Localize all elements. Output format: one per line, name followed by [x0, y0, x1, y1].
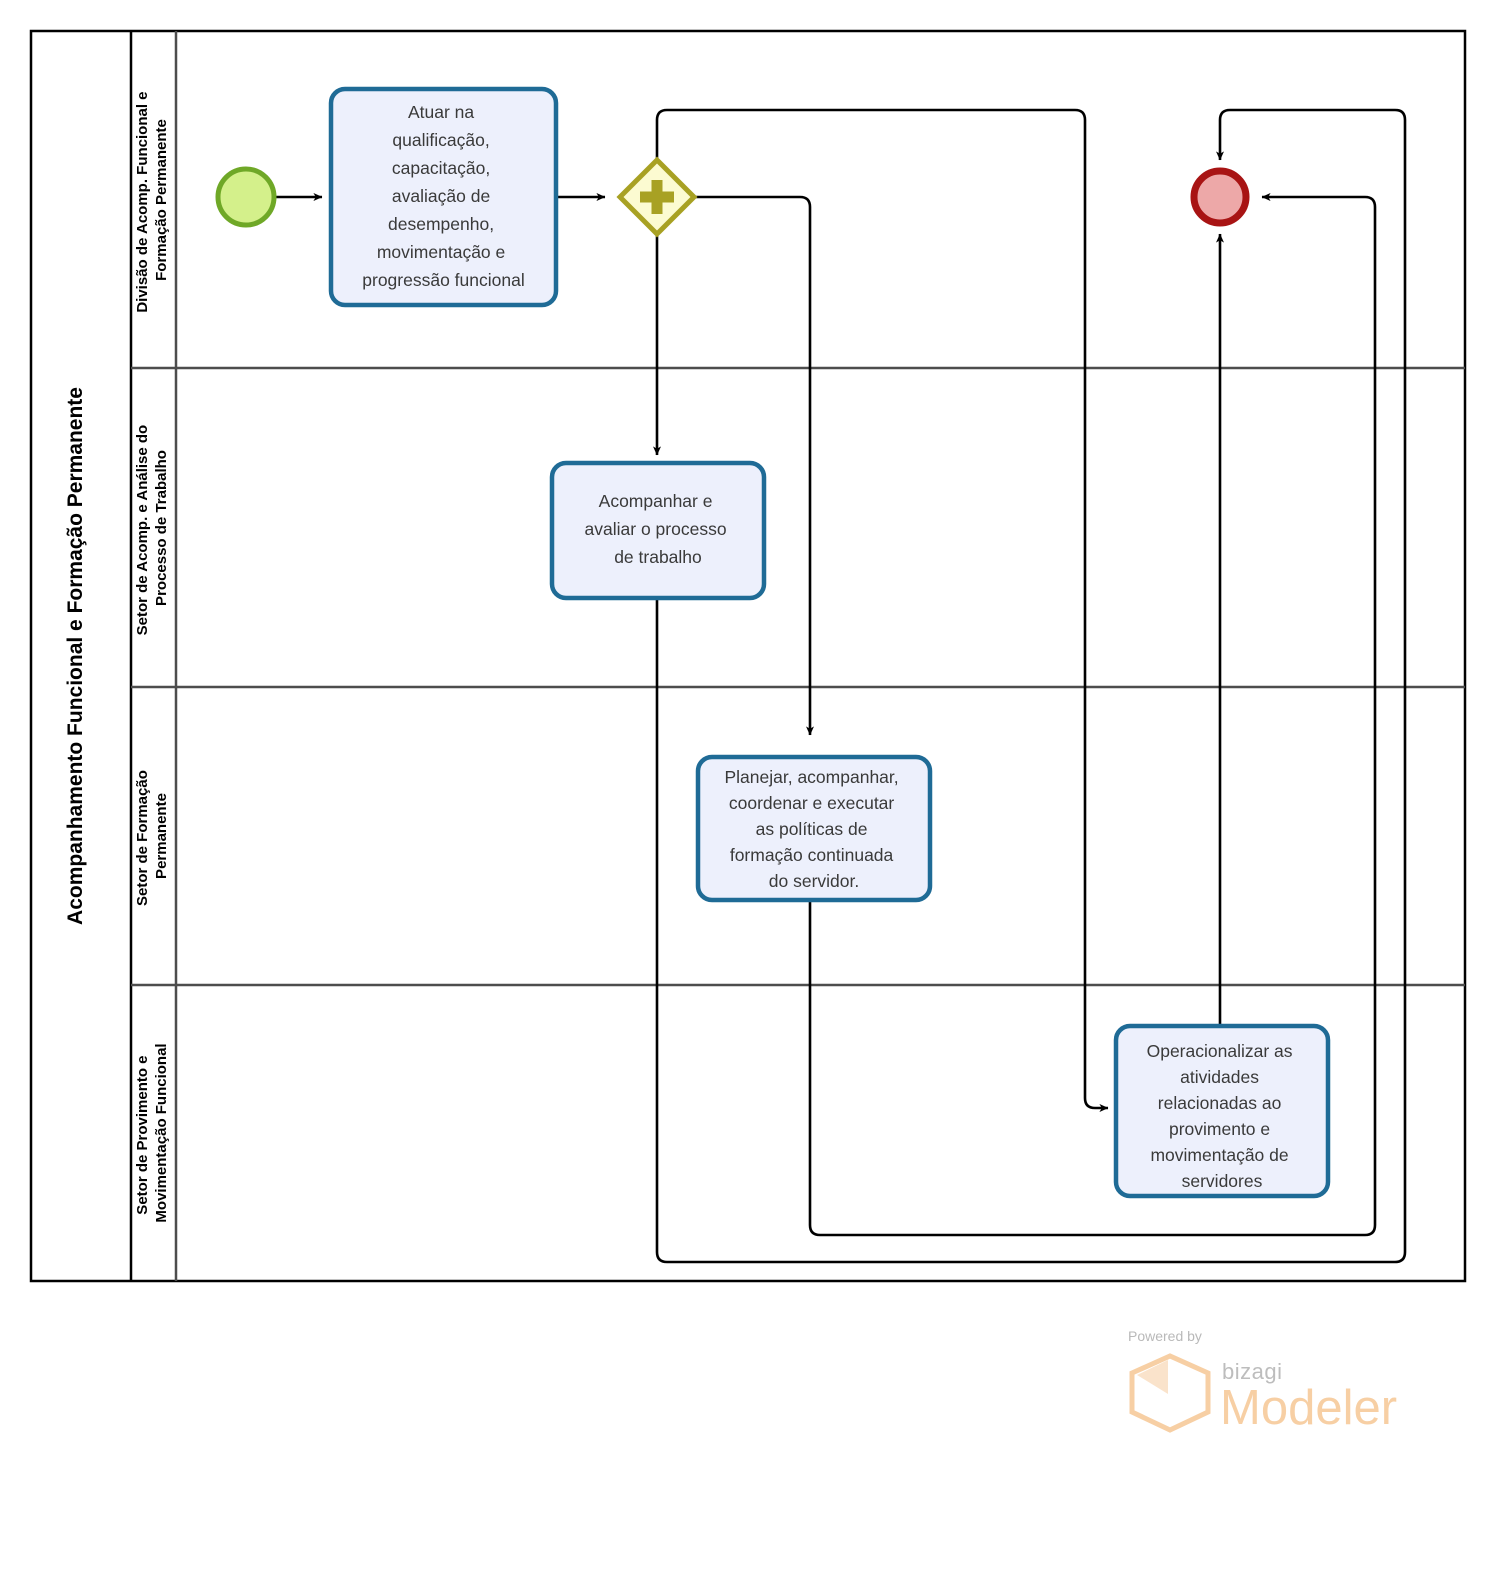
- task1-line-3: avaliação de: [392, 186, 490, 206]
- bizagi-watermark: Powered by bizagi Modeler: [1128, 1328, 1397, 1435]
- end-event[interactable]: [1190, 167, 1250, 227]
- lane3-label-line1: Setor de Formação: [134, 770, 151, 906]
- parallel-gateway[interactable]: [616, 156, 698, 238]
- svg-text:Setor de Formação Perm: Setor de Formação Permanente: [134, 766, 170, 906]
- lane-header-lane1: Divisão de Acomp. Funcional e Formação P…: [134, 87, 170, 313]
- lane4-label-line2: Movimentação Funcional: [153, 1043, 170, 1222]
- task4-line-2: relacionadas ao: [1158, 1093, 1282, 1113]
- task-operacionalizar-provimento[interactable]: Operacionalizar as atividades relacionad…: [1113, 1023, 1331, 1199]
- task1-label: Atuar na qualificação, capacitação, aval…: [362, 102, 524, 290]
- task-atuar-na-qualificacao[interactable]: Atuar na qualificação, capacitação, aval…: [328, 86, 559, 308]
- lane-header-lane4: Setor de Provimento e Movimentação Funci…: [134, 1043, 170, 1222]
- task3-line-4: do servidor.: [769, 871, 859, 891]
- task4-line-4: movimentação de: [1150, 1145, 1288, 1165]
- task4-line-5: servidores: [1182, 1171, 1263, 1191]
- lane-header-lane2: Setor de Acomp. e Análise do Processo de…: [134, 421, 170, 636]
- task4-line-0: Operacionalizar as: [1147, 1041, 1293, 1061]
- task-planejar-politicas-formacao[interactable]: Planejar, acompanhar, coordenar e execut…: [695, 754, 933, 903]
- task1-line-6: progressão funcional: [362, 270, 524, 290]
- lane-dividers: [131, 366, 1465, 987]
- modeler-wordmark: Modeler: [1220, 1381, 1397, 1435]
- lane2-label-line1: Setor de Acomp. e Análise do: [134, 425, 151, 636]
- task3-line-1: coordenar e executar: [729, 793, 895, 813]
- task3-line-0: Planejar, acompanhar,: [724, 767, 898, 787]
- task1-line-4: desempenho,: [388, 214, 494, 234]
- sequence-flows: [276, 108, 1407, 1264]
- task1-line-1: qualificação,: [392, 130, 489, 150]
- task1-line-0: Atuar na: [408, 102, 474, 122]
- plus-icon: [640, 180, 674, 214]
- lane2-label-line2: Processo de Trabalho: [153, 450, 170, 606]
- bizagi-wordmark: bizagi: [1222, 1359, 1282, 1384]
- lane4-label-line1: Setor de Provimento e: [134, 1055, 151, 1214]
- task3-label: Planejar, acompanhar, coordenar e execut…: [724, 767, 903, 891]
- task4-label: Operacionalizar as atividades relacionad…: [1147, 1041, 1298, 1191]
- svg-text:Setor de Provimento e: Setor de Provimento e Movimentação Funci…: [134, 1043, 170, 1222]
- task2-line-2: de trabalho: [614, 547, 702, 567]
- flow-task2-to-end: [655, 108, 1407, 1264]
- bizagi-hex-icon: [1129, 1353, 1211, 1433]
- svg-text:Divisão de Acomp. Funcional e: Divisão de Acomp. Funcional e Formação P…: [134, 87, 170, 312]
- task4-line-1: atividades: [1180, 1067, 1259, 1087]
- lane-header-lane3: Setor de Formação Permanente: [134, 766, 170, 906]
- svg-text:Setor de Acomp. e Análise do: Setor de Acomp. e Análise do Processo de…: [134, 421, 170, 636]
- lane1-label-line2: Formação Permanente: [153, 119, 170, 281]
- flow-task3-to-end: [808, 193, 1377, 1237]
- task2-line-0: Acompanhar e: [599, 491, 713, 511]
- task2-line-1: avaliar o processo: [585, 519, 727, 539]
- task2-label: Acompanhar e avaliar o processo de traba…: [585, 491, 732, 567]
- task3-line-2: as políticas de: [756, 819, 868, 839]
- lane1-label-line1: Divisão de Acomp. Funcional e: [134, 92, 151, 313]
- lane3-label-line2: Permanente: [153, 793, 170, 879]
- task-acompanhar-avaliar-processo[interactable]: Acompanhar e avaliar o processo de traba…: [549, 460, 767, 601]
- task3-line-3: formação continuada: [730, 845, 894, 865]
- start-event[interactable]: [215, 166, 277, 228]
- flow-gateway-to-task4: [655, 108, 1109, 1112]
- powered-by-label: Powered by: [1128, 1328, 1202, 1344]
- pool-title: Acompanhamento Funcional e Formação Perm…: [64, 387, 87, 925]
- pool-frame: [29, 29, 1467, 1283]
- flow-gateway-to-task3: [694, 195, 814, 736]
- task1-line-2: capacitação,: [392, 158, 490, 178]
- task1-line-5: movimentação e: [377, 242, 505, 262]
- task4-line-3: provimento e: [1169, 1119, 1270, 1139]
